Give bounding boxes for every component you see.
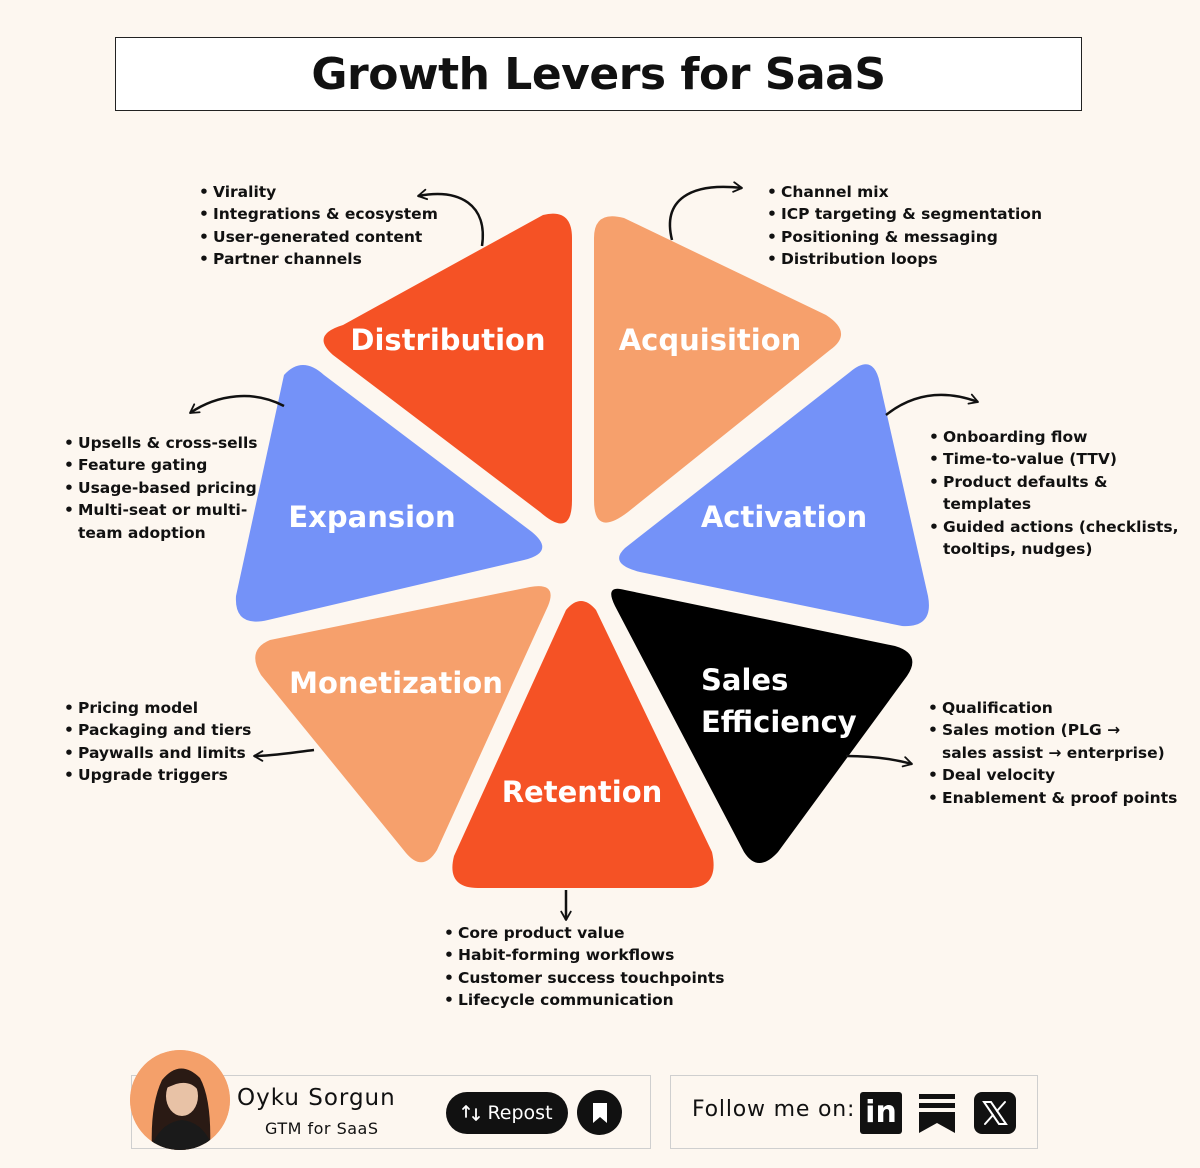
- list-sales-efficiency: Qualification Sales motion (PLG → sales …: [928, 697, 1190, 809]
- list-item: Deal velocity: [928, 764, 1190, 787]
- list-item: Habit-forming workflows: [444, 944, 744, 967]
- list-item: Core product value: [444, 922, 744, 945]
- author-role: GTM for SaaS: [265, 1119, 379, 1138]
- substack-glyph: [919, 1094, 955, 1133]
- bookmark-icon: [592, 1102, 607, 1123]
- list-item: Virality: [199, 181, 459, 204]
- list-item: Multi-seat or multi-team adoption: [64, 499, 264, 544]
- avatar: [130, 1050, 230, 1150]
- label-acquisition: Acquisition: [619, 323, 802, 357]
- arrow-sales-efficiency: [845, 754, 913, 768]
- list-item: Usage-based pricing: [64, 477, 264, 500]
- label-sales-line1: Sales: [701, 663, 788, 697]
- arrow-acquisition: [668, 181, 743, 241]
- list-expansion: Upsells & cross-sells Feature gating Usa…: [64, 432, 264, 544]
- x-glyph: [982, 1101, 1008, 1125]
- list-item: Positioning & messaging: [767, 226, 1067, 249]
- list-distribution: Virality Integrations & ecosystem User-g…: [199, 181, 459, 271]
- list-item: Guided actions (checklists, tooltips, nu…: [929, 516, 1191, 561]
- follow-label: Follow me on:: [692, 1097, 856, 1122]
- list-activation: Onboarding flow Time-to-value (TTV) Prod…: [929, 426, 1191, 560]
- page-title: Growth Levers for SaaS: [311, 48, 886, 100]
- list-item: Sales motion (PLG → sales assist → enter…: [928, 719, 1167, 764]
- linkedin-glyph: in: [865, 1095, 897, 1130]
- list-item: Onboarding flow: [929, 426, 1191, 449]
- segment-acquisition: [594, 216, 842, 523]
- list-item: Integrations & ecosystem: [199, 203, 459, 226]
- segment-distribution: [323, 213, 572, 524]
- list-acquisition: Channel mix ICP targeting & segmentation…: [767, 181, 1067, 271]
- repost-icon: [462, 1105, 481, 1121]
- segment-expansion: [235, 365, 543, 622]
- label-expansion: Expansion: [288, 500, 455, 534]
- segment-monetization: [255, 586, 551, 863]
- list-item: Partner channels: [199, 248, 459, 271]
- author-name: Oyku Sorgun: [237, 1085, 396, 1111]
- bookmark-button[interactable]: [577, 1090, 622, 1135]
- list-item: Feature gating: [64, 454, 264, 477]
- list-monetization: Pricing model Packaging and tiers Paywal…: [64, 697, 284, 787]
- list-item: Enablement & proof points: [928, 787, 1190, 810]
- list-item: Product defaults & templates: [929, 471, 1113, 516]
- list-item: Pricing model: [64, 697, 284, 720]
- list-item: Customer success touchpoints: [444, 967, 744, 990]
- label-monetization: Monetization: [289, 666, 503, 700]
- segment-activation: [619, 364, 929, 627]
- list-item: Time-to-value (TTV): [929, 448, 1191, 471]
- repost-button[interactable]: Repost: [446, 1092, 568, 1134]
- label-sales-line2: Efficiency: [701, 705, 857, 739]
- avatar-photo: [130, 1050, 230, 1150]
- list-item: User-generated content: [199, 226, 459, 249]
- list-item: Packaging and tiers: [64, 719, 284, 742]
- linkedin-icon[interactable]: in: [860, 1092, 902, 1134]
- arrow-expansion: [189, 394, 285, 415]
- list-item: Upsells & cross-sells: [64, 432, 264, 455]
- list-item: Distribution loops: [767, 248, 1067, 271]
- segment-sales-efficiency: [611, 588, 913, 863]
- x-icon[interactable]: [974, 1092, 1016, 1134]
- list-item: Upgrade triggers: [64, 764, 284, 787]
- label-activation: Activation: [701, 500, 867, 534]
- label-retention: Retention: [502, 775, 663, 809]
- substack-icon[interactable]: [916, 1092, 958, 1134]
- label-distribution: Distribution: [350, 323, 545, 357]
- arrow-activation: [885, 393, 979, 416]
- title-box: Growth Levers for SaaS: [115, 37, 1082, 111]
- list-item: Channel mix: [767, 181, 1067, 204]
- list-item: Lifecycle communication: [444, 989, 744, 1012]
- list-item: Qualification: [928, 697, 1190, 720]
- segment-retention: [452, 601, 714, 888]
- list-item: ICP targeting & segmentation: [767, 203, 1067, 226]
- list-item: Paywalls and limits: [64, 742, 284, 765]
- repost-label: Repost: [487, 1102, 553, 1124]
- list-retention: Core product value Habit-forming workflo…: [444, 922, 744, 1012]
